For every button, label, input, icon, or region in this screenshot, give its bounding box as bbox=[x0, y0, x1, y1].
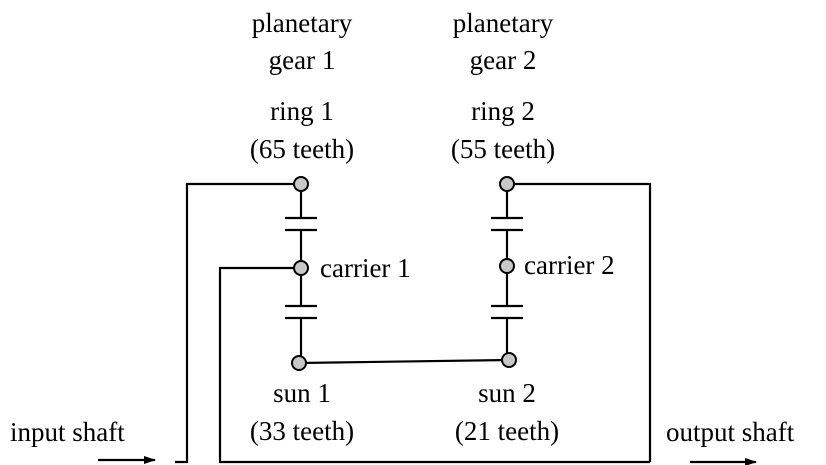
sun1-node bbox=[291, 355, 307, 371]
input-shaft-wire bbox=[175, 182, 301, 464]
ring2-label: ring 2 bbox=[471, 96, 535, 126]
ring2-output-wire bbox=[507, 182, 652, 462]
sun2-teeth: (21 teeth) bbox=[455, 416, 559, 446]
carrier2-node bbox=[499, 258, 515, 274]
input-shaft-label: input shaft bbox=[10, 417, 125, 447]
sun2-node bbox=[501, 352, 517, 368]
gear2-title-line2: gear 2 bbox=[470, 45, 537, 75]
ring1-node bbox=[293, 176, 309, 192]
ring2-teeth: (55 teeth) bbox=[451, 134, 555, 164]
gear1-title-line1: planetary bbox=[252, 8, 353, 38]
carrier1-label: carrier 1 bbox=[320, 253, 411, 283]
ring1-label: ring 1 bbox=[270, 96, 334, 126]
sun1-label: sun 1 bbox=[273, 378, 331, 408]
carrier1-node bbox=[293, 260, 309, 276]
gear2-title-line1: planetary bbox=[453, 8, 554, 38]
gear1-title-line2: gear 1 bbox=[269, 45, 336, 75]
carrier2-label: carrier 2 bbox=[524, 250, 615, 280]
sun-link-wire bbox=[298, 358, 510, 365]
sun2-label: sun 2 bbox=[478, 378, 536, 408]
output-shaft-label: output shaft bbox=[666, 417, 795, 447]
ring2-node bbox=[499, 176, 515, 192]
carrier1-output-wire bbox=[218, 266, 650, 464]
ring1-teeth: (65 teeth) bbox=[250, 134, 354, 164]
sun1-teeth: (33 teeth) bbox=[250, 416, 354, 446]
